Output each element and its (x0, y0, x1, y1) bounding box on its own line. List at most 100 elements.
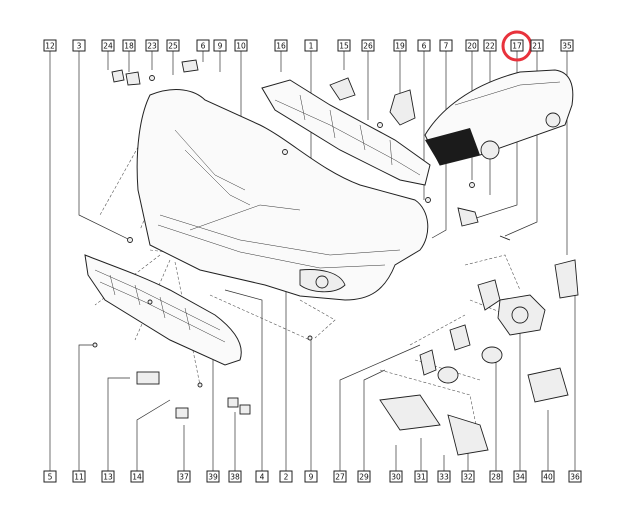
label-box (279, 470, 293, 483)
bottom-label-40: 40 (541, 470, 555, 483)
top-label-7: 7 (439, 39, 453, 52)
label-box (560, 39, 574, 52)
label-text: 24 (103, 42, 113, 51)
label-box (130, 470, 144, 483)
label-box (196, 39, 210, 52)
label-box (122, 39, 136, 52)
bottom-label-33: 33 (437, 470, 451, 483)
label-text: 3 (77, 42, 82, 51)
fog-lamps (175, 259, 579, 456)
label-box (101, 39, 115, 52)
bottom-label-28: 28 (489, 470, 503, 483)
top-label-22: 22 (483, 39, 497, 52)
top-label-1: 1 (304, 39, 318, 52)
label-box (417, 39, 431, 52)
label-box (43, 470, 57, 483)
label-box (166, 39, 180, 52)
label-text: 19 (395, 42, 405, 51)
label-box (568, 470, 582, 483)
label-text: 5 (48, 473, 53, 482)
label-text: 33 (439, 473, 449, 482)
label-text: 37 (179, 473, 189, 482)
label-text: 11 (74, 473, 84, 482)
bottom-label-14: 14 (130, 470, 144, 483)
label-box (304, 470, 318, 483)
bottom-label-37: 37 (177, 470, 191, 483)
label-text: 40 (543, 473, 553, 482)
bottom-label-36: 36 (568, 470, 582, 483)
label-box (513, 470, 527, 483)
vehicle-silhouette (424, 69, 574, 166)
bottom-label-31: 31 (414, 470, 428, 483)
label-text: 10 (236, 42, 246, 51)
label-text: 4 (260, 473, 265, 482)
label-text: 31 (416, 473, 426, 482)
top-label-3: 3 (72, 39, 86, 52)
label-text: 39 (208, 473, 218, 482)
top-label-6: 6 (196, 39, 210, 52)
top-label-12: 12 (43, 39, 57, 52)
label-box (437, 470, 451, 483)
label-text: 22 (485, 42, 495, 51)
label-text: 18 (124, 42, 134, 51)
bottom-label-5: 5 (43, 470, 57, 483)
label-box (461, 470, 475, 483)
bottom-label-29: 29 (357, 470, 371, 483)
label-text: 32 (463, 473, 473, 482)
label-text: 14 (132, 473, 142, 482)
top-label-19: 19 (393, 39, 407, 52)
label-box (439, 39, 453, 52)
top-label-23: 23 (145, 39, 159, 52)
top-label-15: 15 (337, 39, 351, 52)
top-label-17: 17 (510, 39, 524, 52)
bottom-label-13: 13 (101, 470, 115, 483)
top-label-18: 18 (122, 39, 136, 52)
bottom-label-11: 11 (72, 470, 86, 483)
bottom-label-9: 9 (304, 470, 318, 483)
label-text: 23 (147, 42, 157, 51)
label-text: 25 (168, 42, 178, 51)
label-box (206, 470, 220, 483)
label-text: 12 (45, 42, 55, 51)
bottom-label-2: 2 (279, 470, 293, 483)
label-text: 26 (363, 42, 373, 51)
label-box (510, 39, 524, 52)
label-text: 15 (339, 42, 349, 51)
label-text: 16 (276, 42, 286, 51)
label-text: 13 (103, 473, 113, 482)
label-text: 2 (284, 473, 289, 482)
label-box (414, 470, 428, 483)
label-text: 21 (532, 42, 542, 51)
top-label-6: 6 (417, 39, 431, 52)
label-box (145, 39, 159, 52)
label-text: 9 (218, 42, 223, 51)
upper-beam (261, 79, 431, 186)
label-box (43, 39, 57, 52)
label-box (72, 39, 86, 52)
label-box (465, 39, 479, 52)
label-box (255, 470, 269, 483)
label-box (357, 470, 371, 483)
bottom-label-39: 39 (206, 470, 220, 483)
label-box (337, 39, 351, 52)
label-box (530, 39, 544, 52)
label-box (228, 470, 242, 483)
label-text: 27 (335, 473, 345, 482)
label-box (177, 470, 191, 483)
bottom-label-30: 30 (389, 470, 403, 483)
label-box (101, 470, 115, 483)
label-box (483, 39, 497, 52)
label-box (361, 39, 375, 52)
label-text: 30 (391, 473, 401, 482)
label-box (234, 39, 248, 52)
top-label-35: 35 (560, 39, 574, 52)
label-box (213, 39, 227, 52)
label-text: 35 (562, 42, 572, 51)
bottom-label-27: 27 (333, 470, 347, 483)
label-box (333, 470, 347, 483)
label-text: 36 (570, 473, 580, 482)
